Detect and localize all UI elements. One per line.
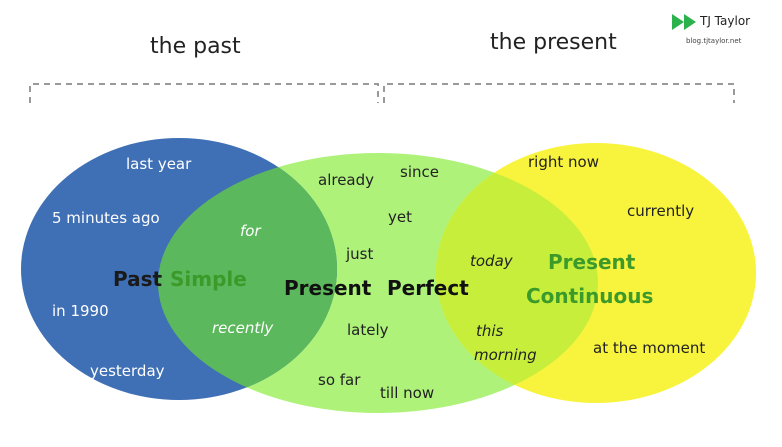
past-simple-title-b: Simple: [170, 267, 247, 291]
perfect-word: till now: [380, 384, 435, 402]
present-continuous-title-b: Continuous: [526, 284, 654, 308]
present-perfect-title-a: Present: [284, 276, 372, 300]
overlap-word-today: today: [470, 252, 513, 270]
present-perfect-title-b: Perfect: [387, 276, 469, 300]
perfect-continuous-overlap: [436, 153, 598, 403]
perfect-word: just: [346, 245, 374, 263]
past-simple-title-a: Past: [113, 267, 163, 291]
past-bracket: [29, 83, 379, 103]
overlap-word-morning: morning: [474, 346, 537, 364]
perfect-word: already: [318, 171, 375, 189]
past-word: 5 minutes ago: [52, 209, 160, 227]
past-header: the past: [150, 34, 241, 59]
perfect-word: lately: [347, 321, 389, 339]
continuous-word: currently: [627, 202, 695, 220]
present-header: the present: [490, 30, 617, 55]
overlap-word-this: this: [476, 322, 504, 340]
continuous-word: at the moment: [593, 339, 706, 357]
perfect-word: since: [400, 163, 439, 181]
past-word: in 1990: [52, 302, 109, 320]
logo-arrow-icon: [684, 14, 696, 30]
past-word: last year: [126, 155, 192, 173]
present-bracket: [383, 83, 735, 103]
logo-name: TJ Taylor: [700, 14, 751, 28]
continuous-word: right now: [528, 153, 599, 171]
overlap-word-recently: recently: [212, 319, 274, 337]
logo-url: blog.tjtaylor.net: [686, 37, 742, 45]
perfect-word: so far: [318, 371, 361, 389]
perfect-word: yet: [388, 208, 412, 226]
present-continuous-title-a: Present: [548, 250, 636, 274]
past-perfect-overlap: [158, 153, 337, 400]
logo-arrow-icon: [672, 14, 684, 30]
past-word: yesterday: [90, 362, 165, 380]
overlap-word-for: for: [240, 222, 261, 240]
